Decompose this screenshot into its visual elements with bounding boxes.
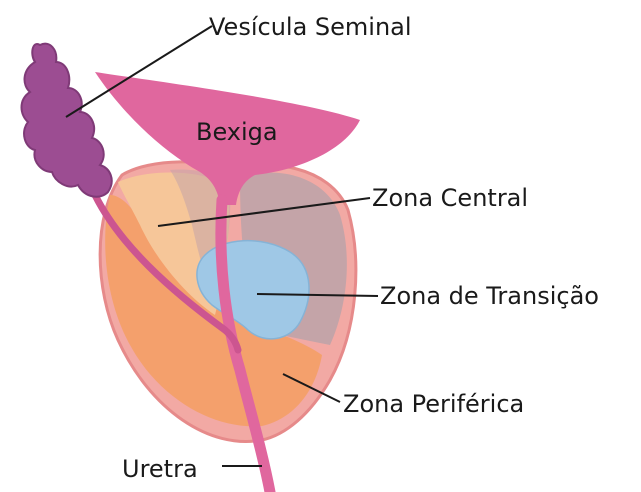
seminal-vesicle [22, 44, 112, 197]
label-peripheral-zone: Zona Periférica [343, 390, 524, 418]
label-transition-zone: Zona de Transição [380, 282, 599, 310]
label-urethra: Uretra [122, 455, 198, 483]
label-central-zone: Zona Central [372, 184, 528, 212]
label-bladder: Bexiga [196, 118, 278, 146]
label-seminal-vesicle: Vesícula Seminal [209, 13, 412, 41]
